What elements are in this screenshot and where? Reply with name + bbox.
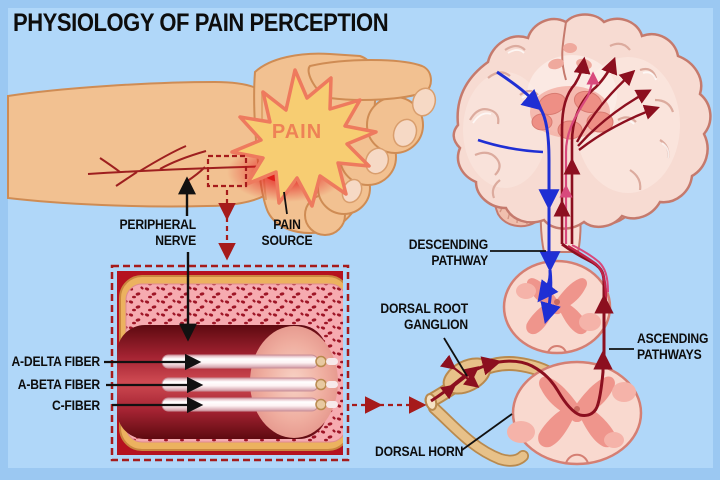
cortical-fan [575,69,636,143]
basal-ganglia [531,113,553,131]
label-dorsal-root-ganglion: DORSAL ROOT GANGLION [380,301,468,333]
cingulate [563,43,577,53]
fingernail [411,87,437,117]
label-a-delta-fiber: A-DELTA FIBER [11,354,100,369]
cingulate [548,58,564,70]
spinal-cord-upper [502,259,612,355]
label-dorsal-horn: DORSAL HORN [375,444,464,459]
descending-branch [477,138,544,154]
cord-patch [507,421,535,443]
fingernail [364,147,390,175]
ganglion-pointer [443,337,468,377]
label-ascending-pathways: ASCENDING PATHWAYS [637,331,709,363]
label-pain-source: PAIN SOURCE [261,217,313,249]
arm-hand-illustration [7,52,437,236]
descending-in-cord-2 [540,269,561,325]
nerve-cross-section [110,264,350,462]
pain-star [230,68,378,208]
ascending-tract-3 [571,244,609,293]
anterior-fissure [565,453,589,464]
label-c-fiber: C-FIBER [51,398,100,413]
label-descending-pathway: DESCENDING PATHWAY [408,237,488,269]
descending-to-cord [539,251,561,273]
pain-source-pointer [283,191,288,215]
cortical-fan [577,89,652,147]
longitudinal-fissure [561,21,567,81]
pathway-lines [430,56,660,417]
dorsal-horn-pointer [461,413,513,451]
label-peripheral-nerve: PERIPHERAL NERVE [119,217,196,249]
central-canal [574,406,580,412]
forearm [7,80,265,208]
thalamic-projection [564,71,600,244]
starburst-shape [230,68,378,208]
cord-patch [579,313,601,331]
nociceptor-fiber [430,359,605,417]
cord-patch [604,432,624,448]
label-a-beta-fiber: A-BETA FIBER [17,377,100,392]
anterior-fissure [547,345,567,353]
zoom-region-box [206,154,248,188]
cord-patch [516,283,536,299]
annotation-arrows [104,154,634,451]
ascending-tract-2 [567,244,608,301]
nerve-fibers [161,354,338,412]
central-canal [554,299,560,305]
ventral-root [429,403,528,465]
ascending-brain-line-2 [570,56,618,244]
cord-patch [612,382,636,402]
pain-star-label: PAIN [271,121,323,143]
ascending-brain-line-1 [560,56,591,244]
fingernail [392,118,418,148]
page-title: PHYSIOLOGY OF PAIN PERCEPTION [13,9,389,37]
cortical-fan [578,104,660,151]
